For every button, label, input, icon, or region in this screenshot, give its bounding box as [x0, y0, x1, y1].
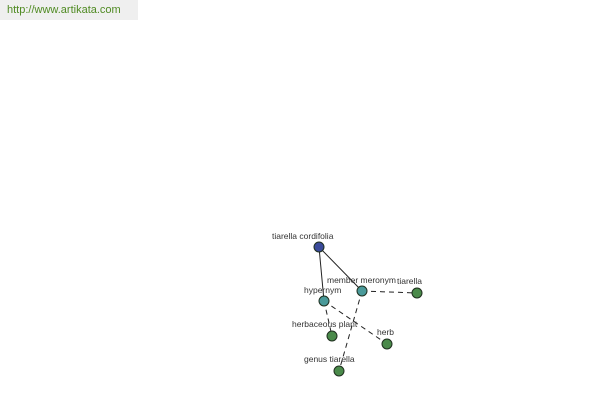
node-label-root[interactable]: tiarella cordifolia: [272, 231, 334, 241]
node-label-herb[interactable]: herb: [377, 327, 394, 337]
node-member-meronym[interactable]: member meronym: [327, 275, 396, 297]
node-marker-root[interactable]: [313, 241, 325, 253]
node-label-herbaceous-plant[interactable]: herbaceous plant: [292, 319, 358, 329]
node-marker-member-meronym[interactable]: [356, 285, 368, 297]
edge-member-meronym-to-genus-tiarella: [338, 290, 363, 372]
node-herbaceous-plant[interactable]: herbaceous plant: [292, 319, 358, 342]
edge-root-to-member-meronym: [318, 246, 363, 292]
node-hypernym[interactable]: hypernym: [304, 285, 341, 307]
edge-hypernym-to-herbaceous-plant: [323, 300, 333, 337]
edge-member-meronym-to-tiarella: [361, 290, 418, 294]
node-root[interactable]: tiarella cordifolia: [272, 231, 334, 253]
edges-layer: [318, 246, 418, 372]
source-url-text[interactable]: http://www.artikata.com: [7, 4, 121, 16]
node-label-genus-tiarella[interactable]: genus tiarella: [304, 354, 355, 364]
node-herb[interactable]: herb: [377, 327, 394, 350]
node-marker-herbaceous-plant[interactable]: [326, 330, 338, 342]
node-label-tiarella[interactable]: tiarella: [397, 276, 422, 286]
edge-root-to-hypernym: [318, 246, 325, 302]
source-url-banner[interactable]: http://www.artikata.com: [0, 0, 138, 20]
node-marker-tiarella[interactable]: [411, 287, 423, 299]
node-marker-genus-tiarella[interactable]: [333, 365, 345, 377]
node-marker-herb[interactable]: [381, 338, 393, 350]
edge-hypernym-to-herb: [323, 300, 388, 345]
node-label-member-meronym[interactable]: member meronym: [327, 275, 396, 285]
node-genus-tiarella[interactable]: genus tiarella: [304, 354, 355, 377]
node-marker-hypernym[interactable]: [318, 295, 330, 307]
node-label-hypernym[interactable]: hypernym: [304, 285, 341, 295]
node-tiarella[interactable]: tiarella: [397, 276, 423, 299]
